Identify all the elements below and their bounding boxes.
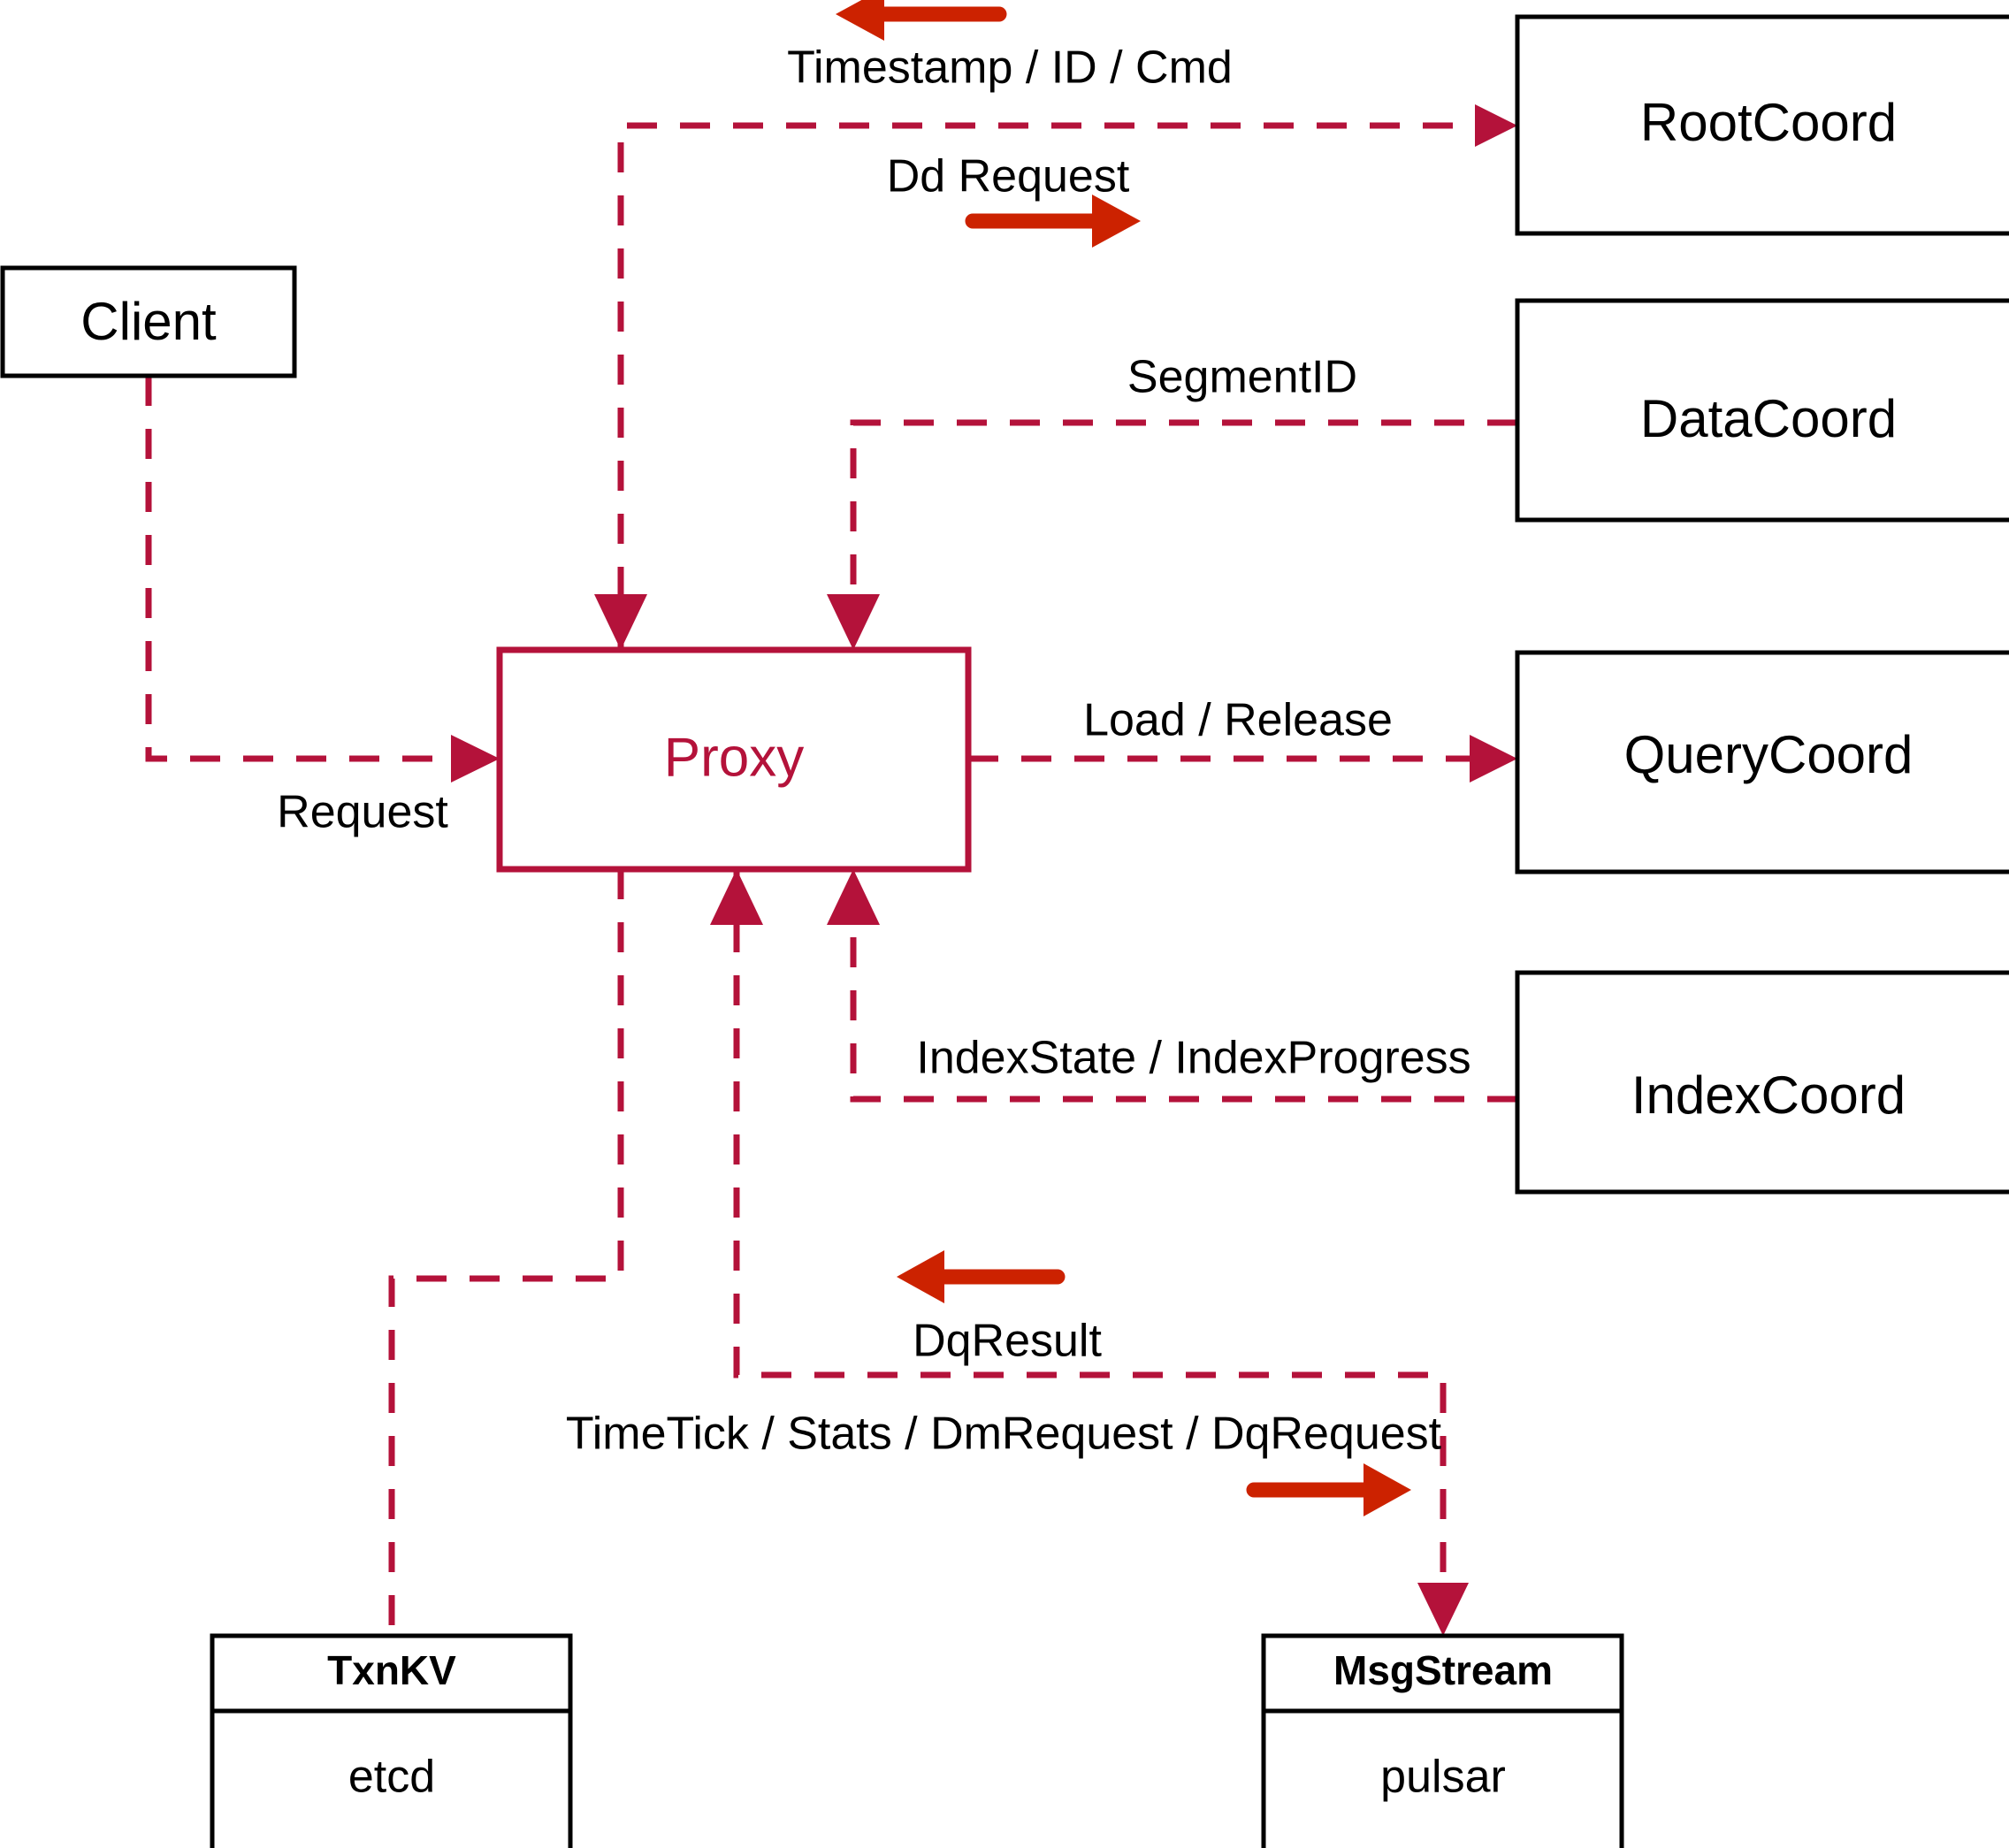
edge-dd-request (617, 104, 1517, 650)
edge-label-dd-request: Dd Request (887, 151, 1130, 202)
direction-arrow-dq-result-head (897, 1250, 944, 1303)
edge-label-segment-id: SegmentID (1127, 352, 1357, 403)
node-msgstream[interactable]: MsgStream pulsar (1261, 1633, 1624, 1848)
direction-arrow-timestamp-id-cmd (836, 0, 1007, 41)
edge-label-dq-result: DqResult (913, 1316, 1102, 1367)
edge-dd-request-path (617, 122, 1503, 650)
edge-timetick-arrowhead (1417, 1583, 1469, 1636)
edge-label-timetick: TimeTick / Stats / DmRequest / DqRequest (566, 1409, 1442, 1460)
node-query-coord-box[interactable] (1515, 650, 2009, 874)
direction-arrow-dd-request-head (1092, 195, 1141, 248)
node-txnkv-implementation: etcd (348, 1752, 435, 1803)
edge-label-load-release: Load / Release (1083, 695, 1393, 746)
direction-arrow-timetick (1246, 1463, 1411, 1516)
node-data-coord[interactable]: DataCoord (1515, 298, 2009, 523)
edge-label-request: Request (277, 787, 448, 838)
node-data-coord-box[interactable] (1515, 298, 2009, 523)
node-root-coord[interactable]: RootCoord (1515, 14, 2009, 236)
edge-msgstream-proxy (710, 869, 1469, 1636)
node-data-coord-label: DataCoord (1640, 389, 1897, 448)
edge-index-state-progress-arrowhead (827, 869, 880, 925)
node-client-label: Client (80, 292, 217, 351)
node-msgstream-box[interactable] (1261, 1633, 1624, 1848)
node-proxy-box[interactable] (496, 646, 972, 873)
node-txnkv-label: TxnKV (327, 1647, 456, 1693)
edge-segment-id-path (850, 419, 1517, 637)
node-index-coord-box[interactable] (1515, 970, 2009, 1195)
edge-timestamp-id-cmd (594, 594, 647, 650)
direction-arrow-timestamp-head (836, 0, 884, 41)
node-client-box[interactable] (0, 265, 297, 378)
edge-timestamp-id-cmd-arrowhead (594, 594, 647, 650)
direction-arrow-dd-request (965, 195, 1141, 248)
edge-load-release (968, 735, 1517, 783)
edge-load-release-arrowhead (1470, 735, 1517, 783)
edge-request-path (145, 376, 482, 762)
node-msgstream-label: MsgStream (1333, 1647, 1553, 1693)
edge-label-index-state-progress: IndexState / IndexProgress (916, 1033, 1470, 1084)
node-index-coord[interactable]: IndexCoord (1515, 970, 2009, 1195)
edge-segment-id-arrowhead (827, 594, 880, 650)
edge-label-timestamp-id-cmd: Timestamp / ID / Cmd (787, 42, 1233, 94)
node-txnkv[interactable]: TxnKV etcd (210, 1633, 573, 1848)
node-index-coord-label: IndexCoord (1631, 1065, 1906, 1125)
node-proxy-label: Proxy (664, 727, 804, 788)
node-root-coord-box[interactable] (1515, 14, 2009, 236)
edge-msgstream-proxy-path (733, 869, 1447, 1616)
node-root-coord-label: RootCoord (1640, 93, 1897, 152)
edge-segment-id (827, 419, 1517, 650)
node-txnkv-box[interactable] (210, 1633, 573, 1848)
edge-proxy-txnkv-path (388, 869, 624, 1636)
node-msgstream-implementation: pulsar (1380, 1752, 1506, 1803)
direction-arrow-timetick-head (1364, 1463, 1411, 1516)
edge-dd-request-arrowhead (1475, 104, 1517, 147)
edge-index-state-progress (827, 869, 1517, 1103)
edge-request-arrowhead (451, 735, 500, 783)
edge-dq-result-arrowhead (710, 869, 763, 925)
edge-request (145, 376, 500, 783)
edge-index-state-progress-path (850, 882, 1517, 1103)
direction-arrow-dq-result (897, 1250, 1066, 1303)
node-query-coord-label: QueryCoord (1624, 725, 1914, 784)
node-proxy[interactable]: Proxy (496, 646, 972, 873)
edge-proxy-txnkv (388, 869, 624, 1636)
node-query-coord[interactable]: QueryCoord (1515, 650, 2009, 874)
node-client[interactable]: Client (0, 265, 297, 378)
